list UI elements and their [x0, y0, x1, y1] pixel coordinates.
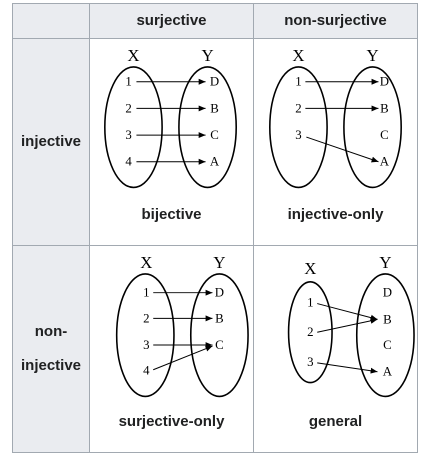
diagram-caption: injective-only: [287, 206, 384, 223]
codomain-element: B: [380, 101, 389, 115]
codomain-element: C: [383, 338, 392, 352]
codomain-element: B: [215, 311, 224, 325]
set-y-label: Y: [213, 253, 225, 272]
codomain-ellipse: [355, 273, 415, 398]
codomain-ellipse: [343, 66, 402, 189]
row-header-non-injective: non- injective: [12, 245, 90, 453]
codomain-ellipse: [178, 66, 237, 189]
set-x-label: X: [140, 253, 152, 272]
mapping-arrow: [306, 136, 379, 163]
codomain-element: A: [383, 365, 393, 379]
domain-element: 4: [125, 155, 132, 169]
domain-element: 1: [143, 286, 149, 300]
codomain-element: A: [380, 155, 390, 169]
codomain-element: C: [210, 128, 219, 142]
domain-element: 2: [125, 101, 131, 115]
set-y-label: Y: [379, 253, 391, 272]
domain-element: 2: [307, 325, 313, 339]
domain-ellipse: [115, 273, 175, 398]
mapping-arrow: [317, 317, 378, 333]
function-types-table: surjective non-surjective injective non-…: [12, 3, 418, 453]
codomain-element: D: [215, 286, 224, 300]
domain-ellipse: [104, 66, 163, 189]
diagram-caption: general: [308, 413, 363, 430]
set-x-label: X: [127, 46, 139, 65]
mapping-arrow: [317, 362, 378, 374]
diagram-caption: surjective-only: [118, 413, 225, 430]
codomain-element: D: [383, 286, 392, 300]
general-cell: X Y 1 2 3 D B C A general: [253, 245, 418, 453]
domain-element: 2: [143, 311, 149, 325]
codomain-element: A: [210, 155, 220, 169]
set-x-label: X: [292, 46, 304, 65]
domain-ellipse: [287, 281, 333, 384]
domain-element: 3: [143, 338, 149, 352]
surjective-only-diagram: X Y 1 2 3 4 D B C: [115, 253, 249, 398]
domain-element: 1: [125, 75, 131, 89]
domain-element: 3: [125, 128, 131, 142]
general-diagram: X Y 1 2 3 D B C A: [287, 253, 415, 398]
bijective-diagram: X Y 1 2 3 4 D B C A: [104, 46, 237, 189]
domain-element: 1: [307, 296, 313, 310]
codomain-element: B: [383, 312, 392, 326]
domain-ellipse: [269, 66, 328, 189]
domain-element: 4: [143, 364, 150, 378]
codomain-ellipse: [189, 273, 249, 398]
set-x-label: X: [304, 259, 316, 278]
set-y-label: Y: [201, 46, 213, 65]
column-header-non-surjective: non-surjective: [253, 3, 418, 39]
codomain-element: C: [380, 128, 389, 142]
surjective-only-cell: X Y 1 2 3 4 D B C surjective-only: [89, 245, 254, 453]
codomain-element: B: [210, 101, 219, 115]
diagram-caption: bijective: [141, 206, 202, 223]
bijective-cell: X Y 1 2 3 4 D B C A bijective: [89, 38, 254, 246]
domain-element: 2: [295, 101, 301, 115]
mapping-arrow: [317, 303, 378, 321]
codomain-element: D: [380, 75, 389, 89]
corner-cell: [12, 3, 90, 39]
injective-only-diagram: X Y 1 2 3 D B C A: [269, 46, 402, 189]
row-header-injective: injective: [12, 38, 90, 246]
mapping-arrow: [153, 345, 213, 371]
injective-only-cell: X Y 1 2 3 D B C A injective-only: [253, 38, 418, 246]
codomain-element: D: [210, 75, 219, 89]
column-header-surjective: surjective: [89, 3, 254, 39]
domain-element: 3: [295, 128, 301, 142]
codomain-element: C: [215, 338, 224, 352]
domain-element: 3: [307, 355, 313, 369]
domain-element: 1: [295, 75, 301, 89]
set-y-label: Y: [366, 46, 378, 65]
